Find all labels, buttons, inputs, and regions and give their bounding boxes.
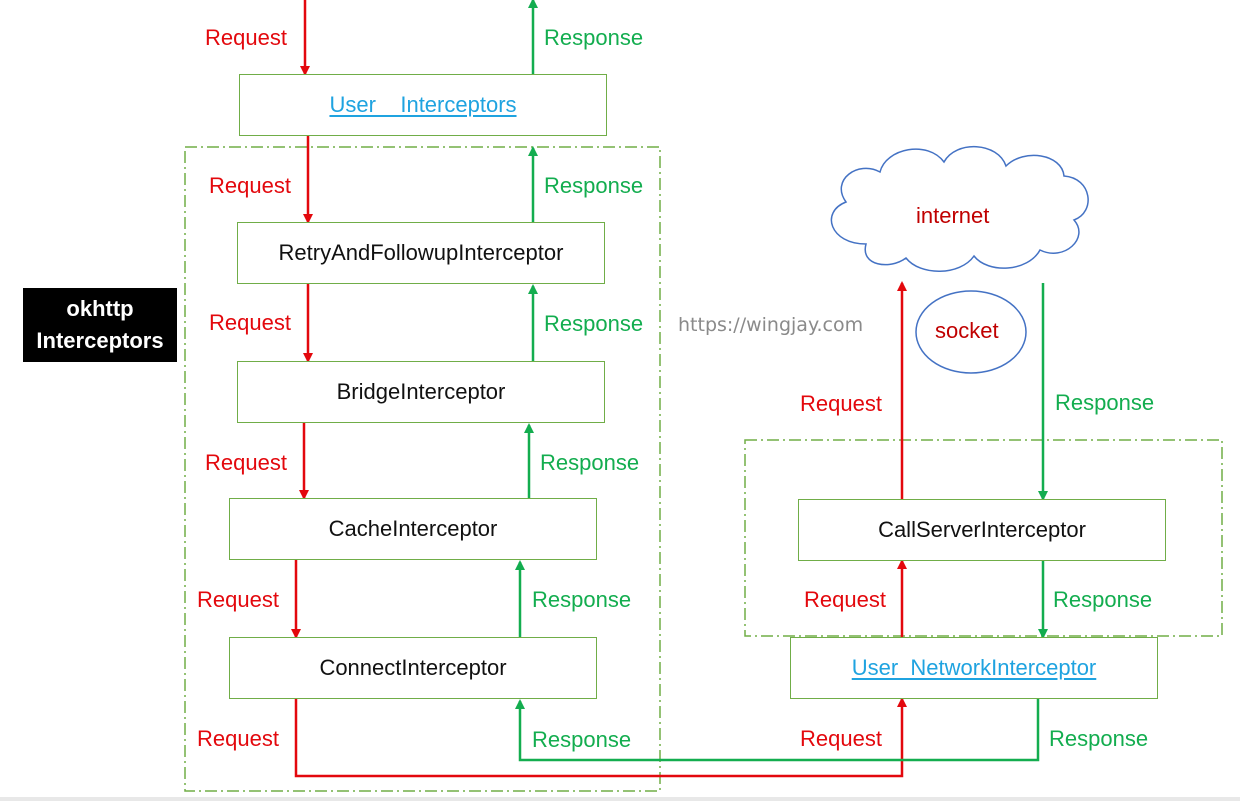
socket-ellipse	[915, 290, 1027, 374]
request-label: Request	[800, 726, 882, 751]
request-label: Request	[197, 587, 279, 612]
user-network-interceptor-box[interactable]: User NetworkInterceptor	[790, 637, 1158, 699]
response-label: Response	[544, 311, 644, 336]
call-server-interceptor-label: CallServerInterceptor	[878, 517, 1086, 542]
internet-cloud	[830, 146, 1089, 272]
request-label: Request	[804, 587, 886, 612]
response-label: Response	[544, 25, 644, 50]
user-network-interceptor-link[interactable]: User NetworkInterceptor	[851, 655, 1097, 680]
okhttp-interceptors-group	[184, 146, 661, 792]
response-label: Response	[540, 450, 640, 475]
response-label: Response	[532, 587, 632, 612]
response-label: Response	[1055, 390, 1155, 415]
connect-interceptor-label: ConnectInterceptor	[319, 655, 507, 680]
cache-interceptor-box: CacheInterceptor	[229, 498, 597, 560]
user-interceptors-box[interactable]: User Interceptors	[239, 74, 607, 136]
title-line-2: Interceptors	[36, 328, 164, 353]
socket-label: socket	[935, 318, 999, 343]
request-arrow-to-network	[294, 697, 907, 778]
diagram-title: okhttp Interceptors	[23, 288, 177, 362]
request-label: Request	[205, 25, 287, 50]
response-label: Response	[532, 727, 632, 752]
request-label: Request	[209, 173, 291, 198]
user-interceptors-link[interactable]: User Interceptors	[329, 92, 517, 117]
response-label: Response	[1053, 587, 1153, 612]
request-label: Request	[205, 450, 287, 475]
cache-interceptor-label: CacheInterceptor	[328, 516, 498, 541]
response-label: Response	[544, 173, 644, 198]
retry-interceptor-box: RetryAndFollowupInterceptor	[237, 222, 605, 284]
bridge-interceptor-box: BridgeInterceptor	[237, 361, 605, 423]
bridge-interceptor-label: BridgeInterceptor	[336, 379, 506, 404]
connect-interceptor-box: ConnectInterceptor	[229, 637, 597, 699]
retry-interceptor-label: RetryAndFollowupInterceptor	[278, 240, 564, 265]
call-server-interceptor-box: CallServerInterceptor	[798, 499, 1166, 561]
response-label: Response	[1049, 726, 1149, 751]
internet-label: internet	[916, 203, 990, 228]
request-label: Request	[197, 726, 279, 751]
response-arrow-from-network	[515, 699, 1040, 762]
network-interceptors-group	[744, 439, 1223, 637]
watermark: https://wingjay.com	[678, 314, 864, 336]
request-label: Request	[800, 391, 882, 416]
request-label: Request	[209, 310, 291, 335]
title-line-1: okhttp	[66, 296, 134, 321]
bottom-rule	[0, 797, 1240, 801]
